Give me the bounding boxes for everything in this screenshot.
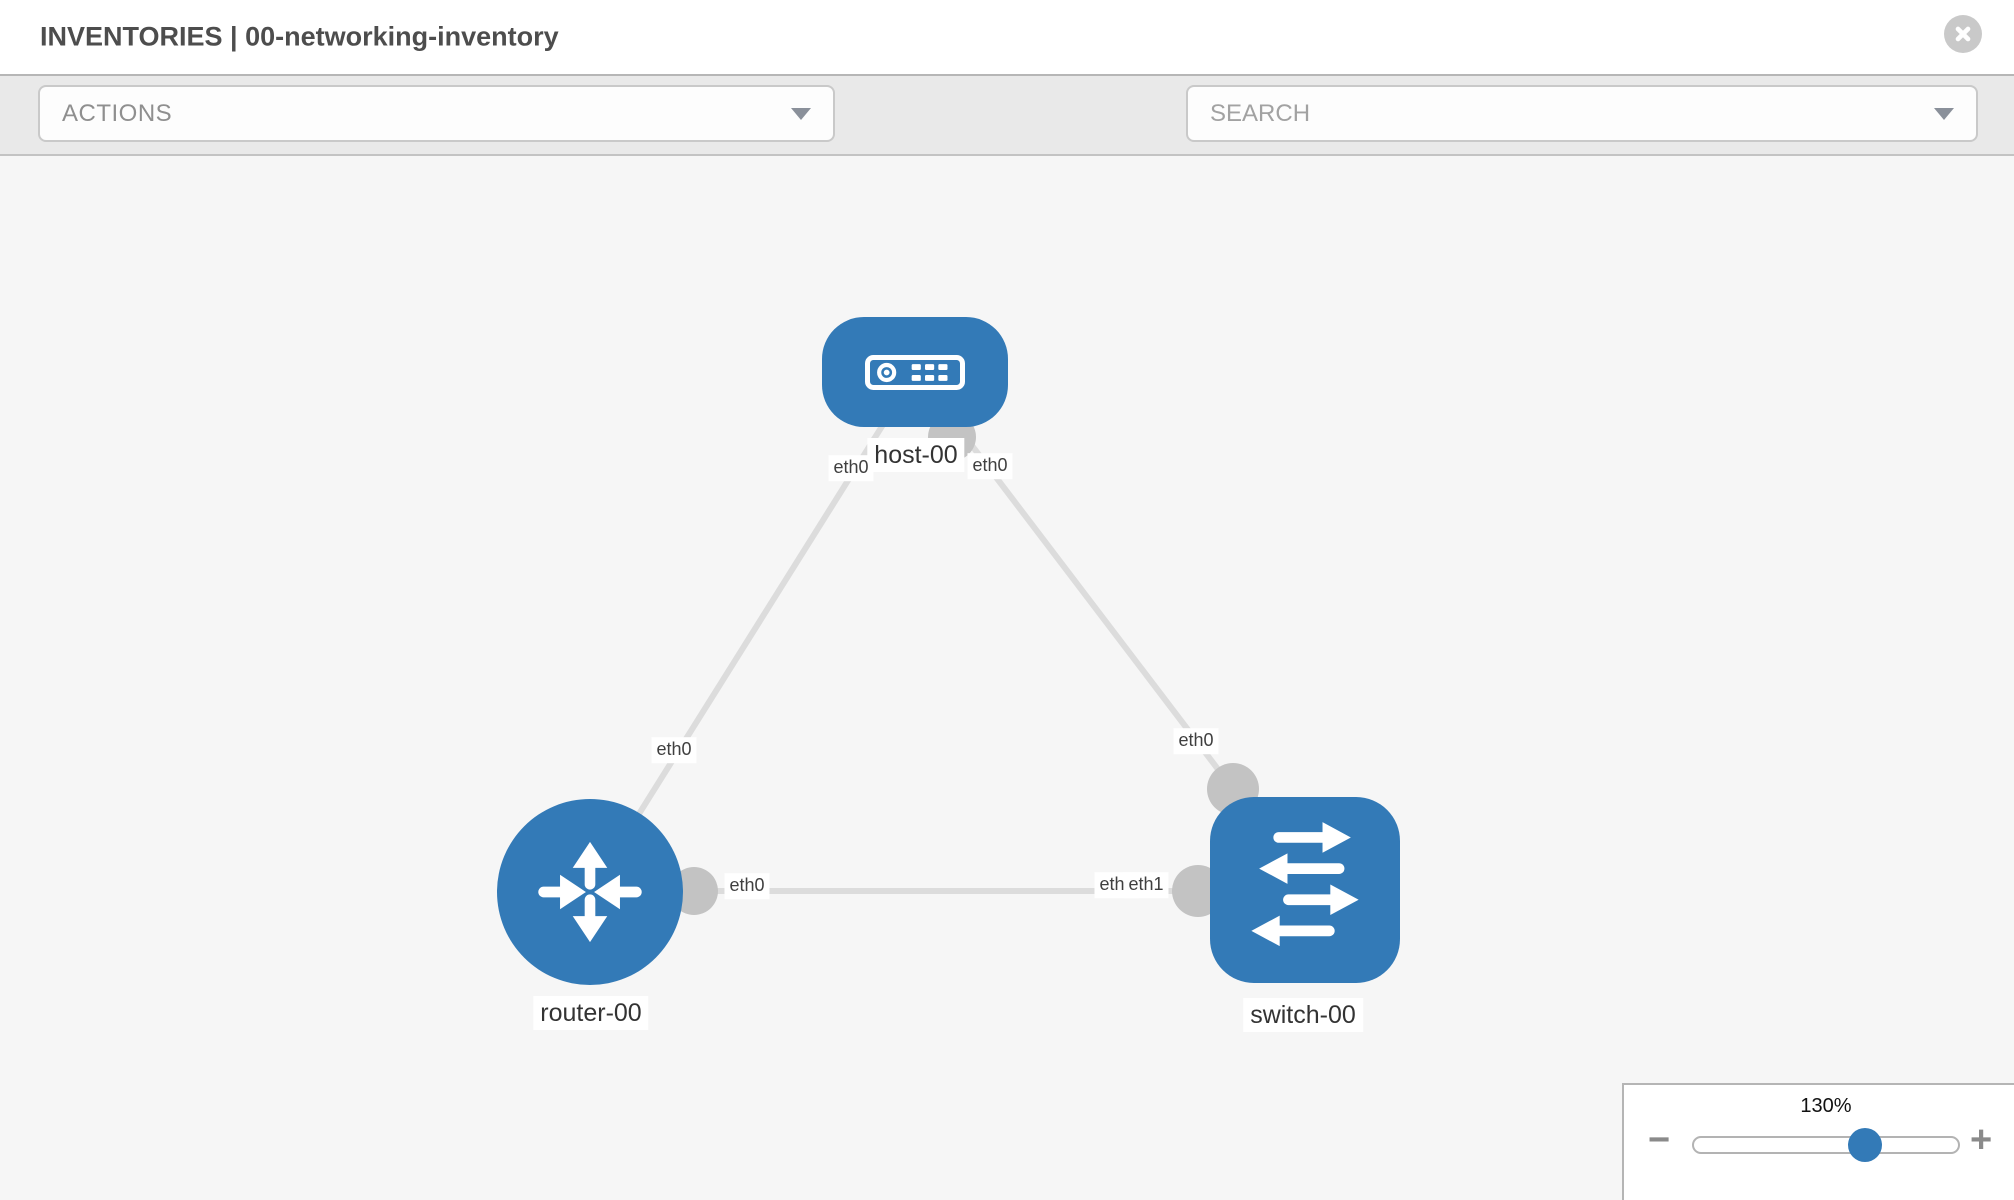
actions-dropdown-label: ACTIONS xyxy=(62,99,173,127)
router-icon xyxy=(538,841,642,943)
toolbar: ACTIONS xyxy=(0,74,2014,209)
graph-links-layer xyxy=(587,370,1259,917)
node-host-00[interactable] xyxy=(822,317,1008,427)
actions-dropdown[interactable]: ACTIONS xyxy=(38,85,835,142)
node-label-switch-00: switch-00 xyxy=(1243,998,1363,1032)
chevron-down-icon xyxy=(791,107,811,120)
node-label-host-00: host-00 xyxy=(867,438,965,472)
page-title: INVENTORIES | 00-networking-inventory xyxy=(40,21,559,52)
chevron-down-icon xyxy=(1934,107,1954,120)
zoom-out-button[interactable]: − xyxy=(1648,1119,1671,1161)
close-icon xyxy=(1955,26,1971,42)
zoom-slider-track[interactable] xyxy=(1692,1136,1960,1154)
host-icon xyxy=(865,354,965,390)
zoom-in-button[interactable]: + xyxy=(1970,1119,1993,1161)
interface-chip-router-host-link: eth0 xyxy=(651,737,697,763)
zoom-slider-thumb[interactable] xyxy=(1848,1128,1882,1162)
interface-chip-host-right: eth0 xyxy=(967,453,1013,479)
interface-chip-host-left: eth0 xyxy=(828,455,874,481)
interface-chip-host-switch-link: eth0 xyxy=(1173,728,1219,754)
search-input[interactable] xyxy=(1210,99,1934,128)
switch-icon xyxy=(1251,822,1359,947)
close-button[interactable] xyxy=(1944,15,1982,53)
zoom-level: 130% xyxy=(1800,1095,1852,1117)
topology-canvas[interactable]: host-00 router-00 switch-00 eth0 eth0 et… xyxy=(0,156,2014,1200)
header: INVENTORIES | 00-networking-inventory xyxy=(0,0,2014,74)
node-label-router-00: router-00 xyxy=(533,996,649,1030)
search-combo[interactable] xyxy=(1186,85,1978,142)
link-host-switch xyxy=(913,370,1236,791)
zoom-panel: 130% − + xyxy=(1622,1083,2014,1200)
interface-chip-switch-left-eth1: eth1 xyxy=(1123,872,1169,898)
interface-chip-router-right: eth0 xyxy=(724,873,770,899)
node-switch-00[interactable] xyxy=(1210,797,1400,983)
node-router-00[interactable] xyxy=(497,799,683,985)
